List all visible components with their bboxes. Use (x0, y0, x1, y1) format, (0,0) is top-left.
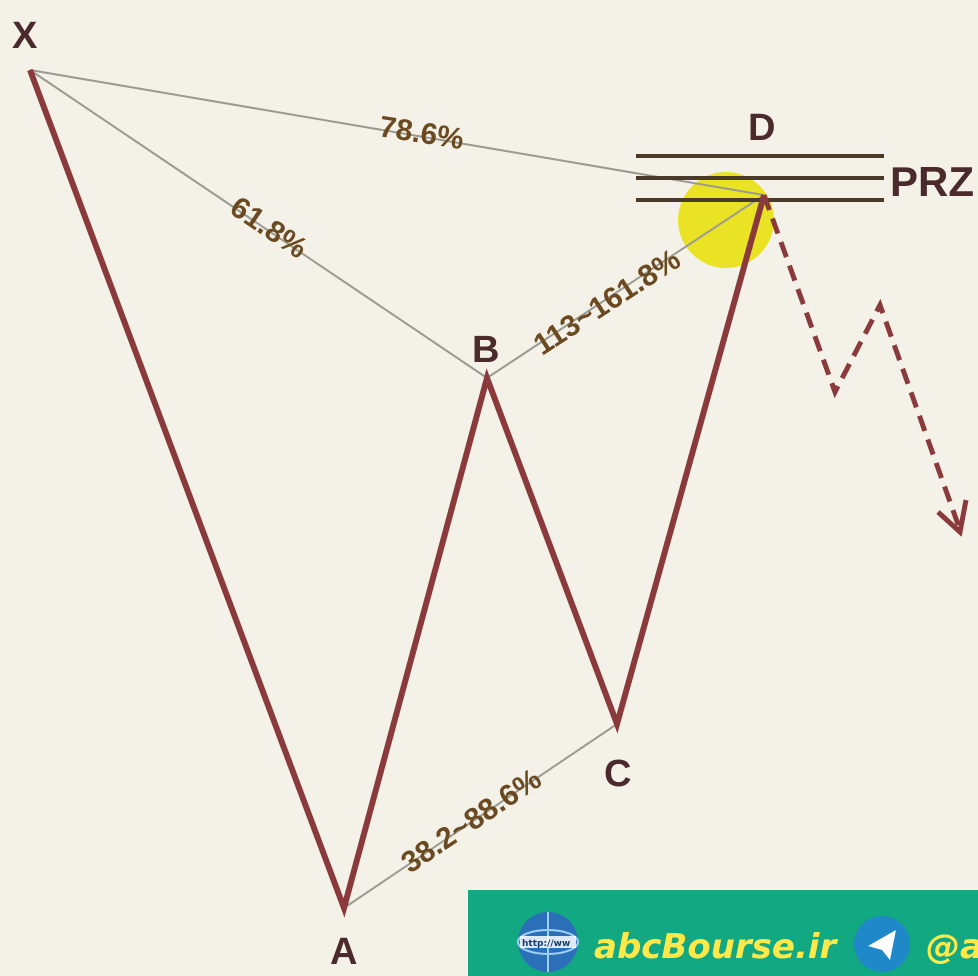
prz-label: PRZ (890, 158, 974, 205)
bd-ratio-line (486, 194, 765, 379)
projection-dashed-line (761, 194, 963, 531)
watermark-banner[interactable]: http://ww abcBourse.ir @ab (468, 890, 978, 976)
point-b-label: B (472, 329, 499, 371)
ac-ratio-line (343, 723, 618, 909)
point-d-label: D (748, 107, 775, 149)
projection-arrowhead (936, 499, 969, 537)
telegram-icon[interactable] (854, 916, 910, 972)
xabcd-pattern-line (27, 68, 767, 918)
ratio-xb-label: 61.8% (224, 190, 313, 265)
globe-icon: http://ww (517, 912, 579, 972)
banner-site-text[interactable]: abcBourse.ir (594, 927, 839, 967)
point-a-label: A (330, 931, 357, 973)
banner-handle-text[interactable]: @ab (926, 927, 978, 967)
point-c-label: C (604, 753, 631, 795)
ratio-bd-label: 113~161.8% (528, 243, 687, 362)
ratio-lines (29, 69, 765, 909)
ratio-xd-label: 78.6% (377, 110, 466, 156)
globe-url-text: http://ww (522, 939, 570, 949)
point-x-label: X (12, 15, 38, 57)
ratio-ac-label: 38.2~88.6% (395, 762, 547, 879)
xb-ratio-line (29, 69, 488, 379)
xd-ratio-line (29, 69, 765, 196)
